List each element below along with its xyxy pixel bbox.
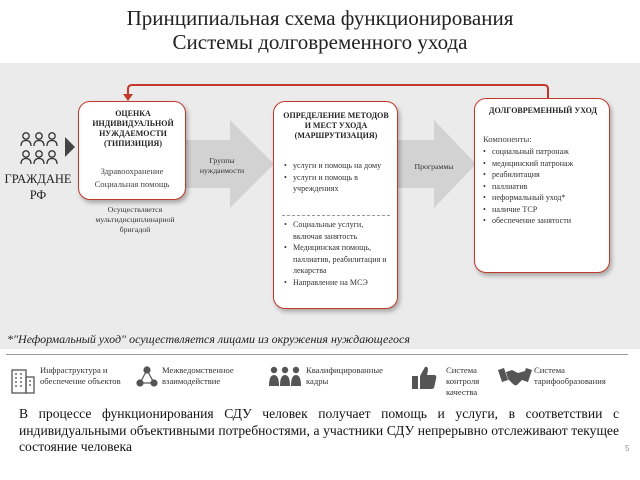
stage-assessment-healthcare: Здравоохранение bbox=[100, 166, 164, 176]
stage-longterm-care-card: ДОЛГОВРЕМЕННЫЙ УХОД Компоненты: социальн… bbox=[474, 98, 610, 273]
list-item: наличие ТСР bbox=[483, 204, 607, 216]
support-staff: Квалифицированные кадры bbox=[268, 362, 408, 398]
citizens-icon bbox=[20, 132, 58, 165]
support-infrastructure-label: Инфраструктура и обеспечение объектов bbox=[40, 365, 121, 386]
stage-longterm-care-list: социальный патронаж медицинский патронаж… bbox=[483, 146, 607, 227]
summary-paragraph: В процессе функционирования СДУ человек … bbox=[19, 406, 619, 454]
citizens-label: ГРАЖДАНЕ РФ bbox=[4, 172, 72, 202]
support-quality-control-label: Система контроля качества bbox=[446, 365, 480, 397]
arrow-needs-groups-label: Группы нуждаемости bbox=[199, 156, 245, 175]
arrow-programs-label: Программы bbox=[414, 162, 454, 171]
title-line-1: Принципиальная схема функционирования bbox=[126, 6, 514, 30]
stage-routing-card: ОПРЕДЕЛЕНИЕ МЕТОДОВ И МЕСТ УХОДА (МАРШРУ… bbox=[273, 101, 398, 309]
list-item: медицинский патронаж bbox=[483, 158, 607, 170]
support-interagency-label: Межведомственное взаимодействие bbox=[162, 365, 234, 386]
list-item: неформальный уход* bbox=[483, 192, 607, 204]
support-staff-label: Квалифицированные кадры bbox=[306, 365, 383, 386]
stage-longterm-care-title: ДОЛГОВРЕМЕННЫЙ УХОД bbox=[489, 106, 597, 115]
divider bbox=[6, 354, 628, 355]
stage-assessment-social-help: Социальная помощь bbox=[94, 179, 170, 189]
stage-routing-title: ОПРЕДЕЛЕНИЕ МЕТОДОВ И МЕСТ УХОДА (МАРШРУ… bbox=[283, 111, 389, 140]
stage-longterm-care-subtitle: Компоненты: bbox=[483, 134, 532, 144]
building-icon bbox=[11, 369, 35, 394]
list-item: услуги и помощь на дому bbox=[284, 160, 394, 172]
list-item: реабилитация bbox=[483, 169, 607, 181]
page-number: 5 bbox=[625, 444, 630, 453]
handshake-icon bbox=[498, 368, 532, 386]
slide-title: Принципиальная схема функционирования Си… bbox=[0, 6, 640, 54]
list-item: социальный патронаж bbox=[483, 146, 607, 158]
title-line-2: Системы долговременного ухода bbox=[172, 30, 468, 54]
stage-routing-list-top: услуги и помощь на дому услуги и помощь … bbox=[284, 160, 394, 195]
staff-icon bbox=[269, 366, 301, 386]
stage-routing-list-bottom: Социальные услуги, включая занятость Мед… bbox=[284, 219, 394, 288]
thumbs-up-icon bbox=[412, 366, 437, 389]
arrow-needs-groups bbox=[186, 120, 274, 208]
stage-assessment-card: ОЦЕНКА ИНДИВИДУАЛЬНОЙ НУЖДАЕМОСТИ (ТИПИЗ… bbox=[78, 101, 186, 200]
network-icon bbox=[136, 366, 158, 387]
support-interagency: Межведомственное взаимодействие bbox=[136, 362, 266, 398]
support-infrastructure: Инфраструктура и обеспечение объектов bbox=[10, 362, 150, 398]
list-item: Социальные услуги, включая занятость bbox=[284, 219, 394, 242]
support-tariffs-label: Система тарифообразования bbox=[534, 365, 606, 386]
list-item: обеспечение занятости bbox=[483, 215, 607, 227]
list-item: паллиатив bbox=[483, 181, 607, 193]
support-tariffs: Система тарифообразования bbox=[498, 362, 628, 398]
list-item: Медицинская помощь, паллиатив, реабилита… bbox=[284, 242, 394, 277]
stage-assessment-note: Осуществляется мультидисциплинарной бриг… bbox=[95, 205, 175, 234]
entry-arrow bbox=[65, 137, 75, 157]
list-item: Направление на МСЭ bbox=[284, 277, 394, 289]
arrow-programs bbox=[398, 120, 476, 208]
support-quality-control: Система контроля качества bbox=[410, 362, 500, 398]
divider bbox=[282, 215, 390, 216]
informal-care-footnote: *"Неформальный уход" осуществляется лица… bbox=[7, 332, 410, 346]
list-item: услуги и помощь в учреждениях bbox=[284, 172, 394, 195]
stage-assessment-title: ОЦЕНКА ИНДИВИДУАЛЬНОЙ НУЖДАЕМОСТИ (ТИПИЗ… bbox=[92, 109, 174, 148]
